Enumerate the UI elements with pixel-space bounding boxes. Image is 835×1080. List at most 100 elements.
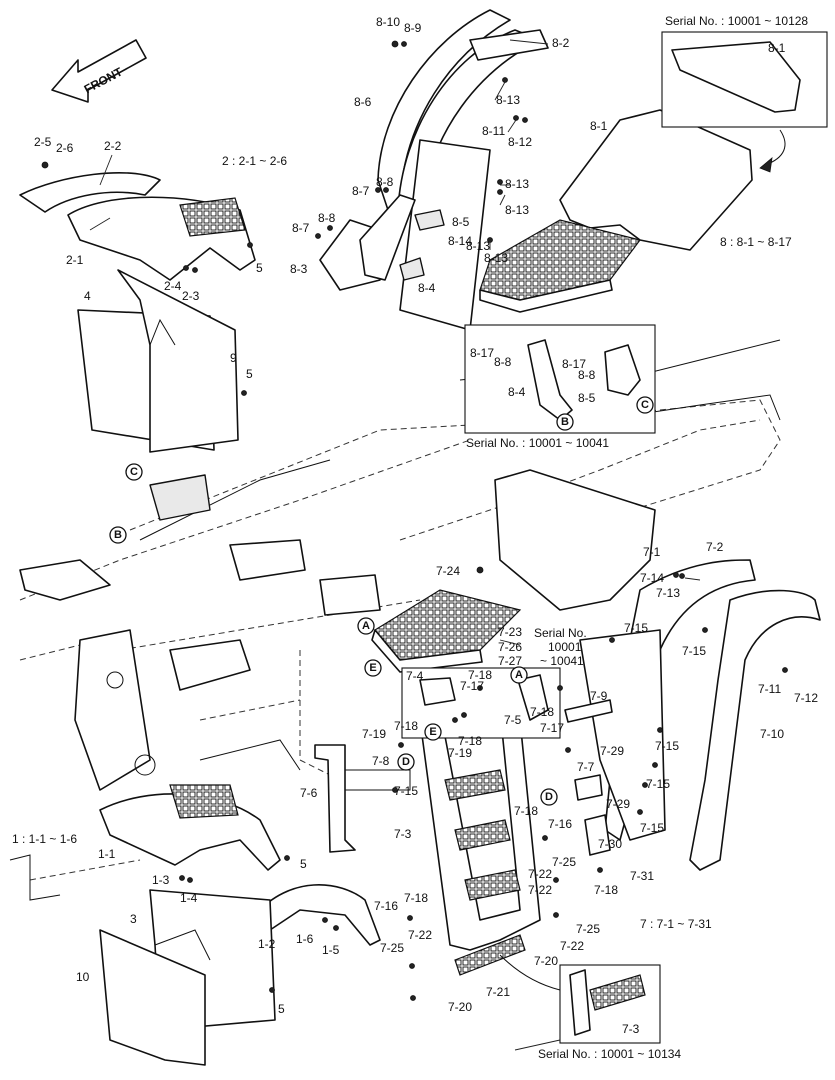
part-label: 7-12	[794, 691, 818, 705]
part-label: 7-2	[706, 540, 724, 554]
part-label: 7-22	[408, 928, 432, 942]
part-label: 7-14	[640, 571, 664, 585]
part-label: 8-8	[494, 355, 512, 369]
fender-assembly-7	[314, 559, 821, 1044]
part-label: 8-13	[505, 203, 529, 217]
part-label: 7-27	[498, 654, 522, 668]
svg-text:C: C	[130, 466, 138, 478]
fender-assembly-2	[19, 161, 256, 453]
part-label: 7-16	[374, 899, 398, 913]
part-label: 1-2	[258, 937, 276, 951]
part-label: 8-8	[318, 211, 336, 225]
circle-ref-a: A	[357, 617, 375, 635]
part-label: 7-11	[758, 682, 781, 696]
circle-ref-e-ladder: E	[424, 723, 442, 741]
part-label: 7-21	[486, 985, 510, 999]
part-label: 7-15	[655, 739, 679, 753]
part-label: 8-17	[562, 357, 586, 371]
part-label: 7-15	[682, 644, 706, 658]
part-label: 5	[300, 857, 307, 871]
serial-note-step-a: Serial No.	[534, 626, 587, 640]
svg-text:E: E	[429, 726, 436, 738]
part-label: 2-5	[34, 135, 52, 149]
leader-lines	[89, 39, 701, 1051]
part-label: 7-30	[598, 837, 622, 851]
part-label: 7-5	[504, 713, 522, 727]
part-label: 8-8	[578, 368, 596, 382]
fender-assembly-1	[9, 784, 381, 1066]
part-label: 2-2	[104, 139, 122, 153]
part-label: 8-5	[578, 391, 596, 405]
part-label: 8-13	[496, 93, 520, 107]
part-label: 8-12	[508, 135, 532, 149]
part-label: 7-18	[394, 719, 418, 733]
part-label: 1-1	[98, 847, 116, 861]
part-label: 7-29	[600, 744, 624, 758]
part-label: 2-6	[56, 141, 74, 155]
serial-note-step-b: 10001	[548, 640, 582, 654]
serial-note-bottom: Serial No. : 10001 ~ 10134	[538, 1047, 681, 1061]
part-label: 7-3	[394, 827, 412, 841]
part-label: 7-31	[630, 869, 654, 883]
part-label: 5	[278, 1002, 285, 1016]
part-label: 7-22	[528, 883, 552, 897]
part-labels: 8-10 8-9 8-2 8-1 8-6 8-13 8-11 8-12 8-13…	[34, 15, 818, 1036]
circle-ref-d-right: D	[540, 788, 558, 806]
circle-ref-a-detail: A	[510, 666, 528, 684]
part-label: 7-3	[622, 1022, 640, 1036]
circle-ref-e: E	[364, 659, 382, 677]
part-label: 2-1	[66, 253, 84, 267]
part-label: 1-4	[180, 891, 198, 905]
part-label: 8-11	[482, 124, 505, 138]
part-label: 8-13	[505, 177, 529, 191]
part-label: 8-3	[290, 262, 308, 276]
part-label: 7-6	[300, 786, 318, 800]
part-label: 7-15	[646, 777, 670, 791]
part-label: 7-8	[372, 754, 390, 768]
part-label: 7-24	[436, 564, 460, 578]
part-label: 7-15	[624, 621, 648, 635]
part-label: 9	[230, 351, 237, 365]
group-note-1: 1 : 1-1 ~ 1-6	[12, 832, 77, 846]
deck-assembly-8	[315, 9, 828, 434]
circle-ref-c: C	[125, 463, 143, 481]
part-label: 7-22	[560, 939, 584, 953]
part-label: 5	[246, 367, 253, 381]
circle-ref-c-top: C	[636, 396, 654, 414]
part-label: 7-4	[406, 669, 424, 683]
part-label: 7-25	[380, 941, 404, 955]
part-label: 7-15	[640, 821, 664, 835]
part-label: 8-17	[470, 346, 494, 360]
part-label: 8-5	[452, 215, 470, 229]
part-label: 7-13	[656, 586, 680, 600]
part-label: 7-18	[458, 734, 482, 748]
part-label: 7-20	[448, 1000, 472, 1014]
part-label: 7-17	[460, 679, 484, 693]
part-label: 7-18	[468, 668, 492, 682]
part-label: 3	[130, 912, 137, 926]
part-label: 8-7	[352, 184, 370, 198]
circle-ref-b: B	[109, 526, 127, 544]
part-label: 7-1	[643, 545, 661, 559]
part-label: 7-23	[498, 625, 522, 639]
part-label: 8-13	[466, 239, 490, 253]
part-label: 4	[84, 289, 91, 303]
part-label: 7-17	[540, 721, 564, 735]
part-label: 7-10	[760, 727, 784, 741]
part-label: 8-1	[768, 41, 786, 55]
part-label: 1-5	[322, 943, 340, 957]
group-note-8: 8 : 8-1 ~ 8-17	[720, 235, 792, 249]
part-label: 8-2	[552, 36, 570, 50]
part-label: 10	[76, 970, 90, 984]
serial-note-step-c: ~ 10041	[540, 654, 584, 668]
part-label: 2-4	[164, 279, 182, 293]
part-label: 7-19	[448, 746, 472, 760]
part-label: 7-7	[577, 760, 595, 774]
part-label: 7-18	[594, 883, 618, 897]
part-label: 8-7	[292, 221, 310, 235]
front-direction-arrow: FRONT	[51, 39, 147, 103]
circle-ref-b-top: B	[556, 413, 574, 431]
svg-text:E: E	[369, 662, 376, 674]
part-label: 7-15	[394, 784, 418, 798]
